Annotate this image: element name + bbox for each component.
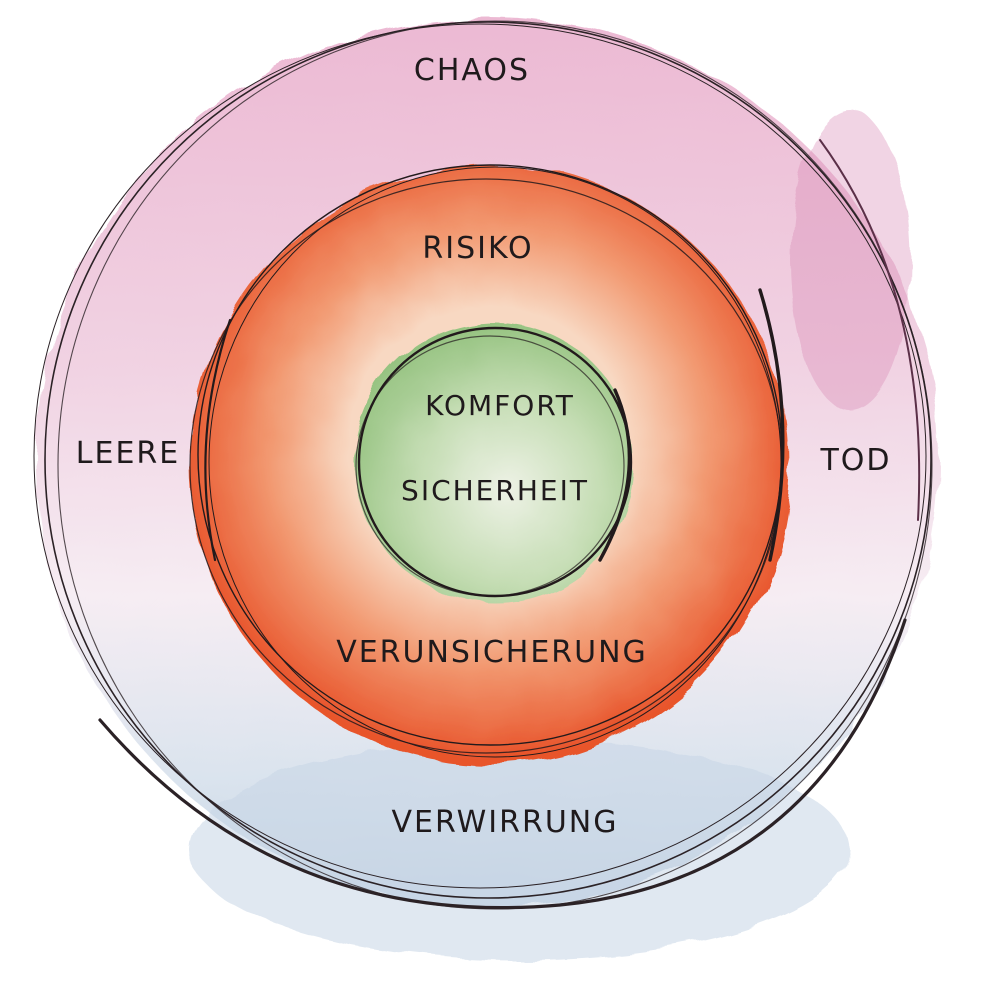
label-risiko: RISIKO [422,231,533,266]
label-chaos: CHAOS [414,53,530,88]
label-verwirrung: VERWIRRUNG [392,805,619,840]
core-zone-wash [355,323,635,603]
outer-ring-lines [33,20,933,910]
core-ring-lines [355,326,633,598]
label-komfort: KOMFORT [425,389,575,422]
label-verunsicherung: VERUNSICHERUNG [336,635,648,670]
label-tod: TOD [819,443,891,478]
outer-zone-magenta-streak [790,110,910,410]
label-sicherheit: SICHERHEIT [401,474,589,507]
outer-zone-blue-bleed [190,740,850,960]
middle-ring-lines [189,164,785,758]
label-leere: LEERE [76,436,180,471]
